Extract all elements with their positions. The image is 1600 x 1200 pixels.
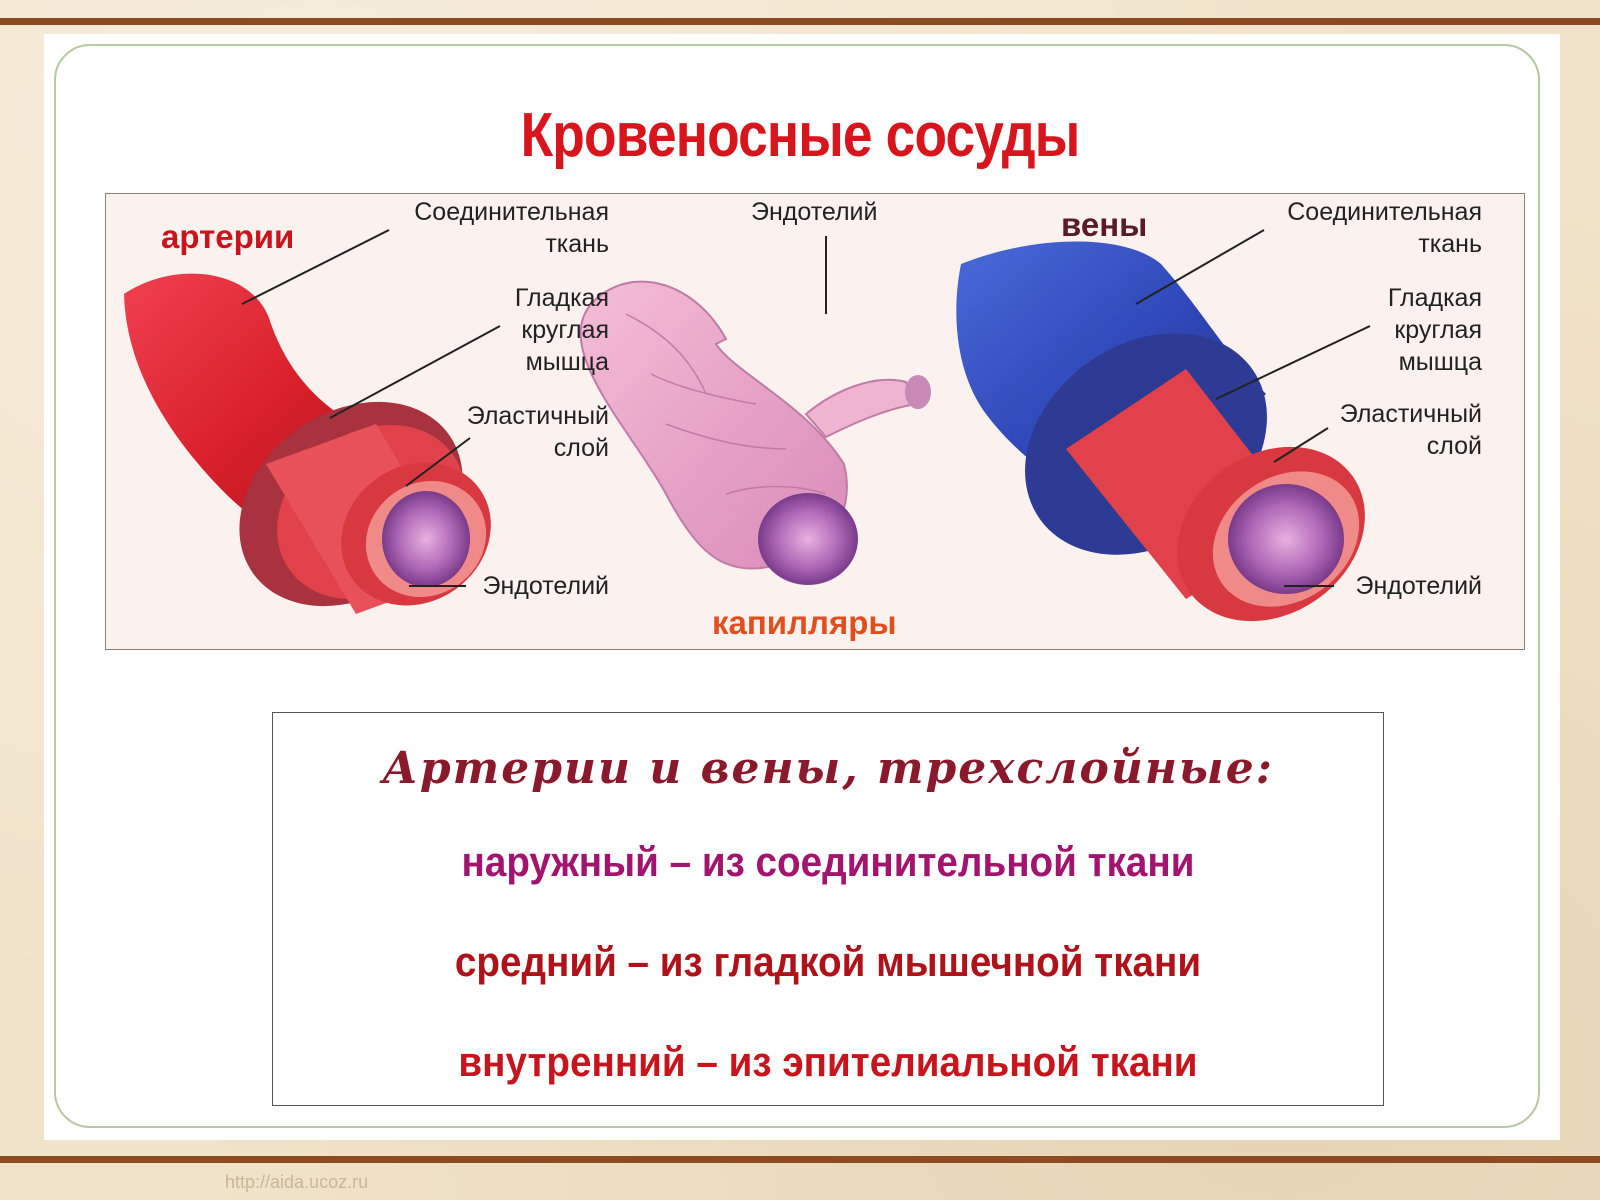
vein-elastic-label-line2: слой: [1426, 432, 1482, 460]
artery-lumen: [382, 491, 470, 587]
artery-connective-label-line1: Соединительная: [414, 198, 609, 226]
capillary-opening: [758, 493, 858, 585]
capillary-small-opening: [905, 375, 931, 409]
capillary-tube: [579, 280, 848, 570]
summary-line-inner: внутренний – из эпителиальной ткани: [458, 1038, 1198, 1085]
artery-muscle-label: Гладкая круглая мышца: [515, 282, 609, 378]
artery-title-label: артерии: [161, 218, 295, 255]
summary-heading: Артерии и вены, трехслойные:: [382, 743, 1274, 794]
capillary-cell-lines: [625, 313, 827, 495]
vein-muscle-label-line2: круглая: [1394, 316, 1482, 344]
artery-muscle-label-line3: мышца: [525, 348, 609, 376]
artery-elastic-label: Эластичный слой: [467, 400, 609, 464]
summary-line-outer: наружный – из соединительной ткани: [461, 838, 1195, 885]
vein-lumen: [1228, 484, 1344, 594]
vein-drawing: [956, 229, 1371, 622]
vein-title-label: вены: [1061, 206, 1148, 243]
vein-muscle-label: Гладкая круглая мышца: [1388, 282, 1482, 378]
vessels-figure: артерии Соединительная ткань Гладкая кру…: [105, 193, 1525, 650]
capillary-end: [804, 378, 918, 439]
vein-elastic-label-line1: Эластичный: [1339, 400, 1482, 428]
page-title: Кровеносные сосуды: [520, 101, 1081, 170]
vein-elastic-label: Эластичный слой: [1340, 398, 1482, 462]
artery-muscle-leader: [329, 325, 501, 419]
vein-connective-label-line1: Соединительная: [1287, 198, 1482, 226]
vein-connective-leader: [1135, 229, 1265, 305]
capillary-title-label: капилляры: [712, 604, 897, 641]
watermark-url: http://aida.ucoz.ru: [225, 1172, 369, 1192]
artery-muscle-label-line2: круглая: [521, 316, 609, 344]
capillary-endothelium-label: Эндотелий: [751, 198, 878, 226]
top-frame-line: [0, 18, 1600, 25]
vein-connective-label: Соединительная ткань: [1287, 196, 1482, 260]
vein-muscle-leader: [1215, 325, 1371, 400]
summary-textbox: Артерии и вены, трехслойные: наружный – …: [272, 712, 1384, 1106]
artery-muscle-label-line1: Гладкая: [514, 284, 609, 312]
vein-elastic-leader: [1273, 427, 1329, 463]
artery-elastic-label-line1: Эластичный: [466, 402, 609, 430]
artery-elastic-label-line2: слой: [553, 434, 609, 462]
artery-connective-label: Соединительная ткань: [414, 196, 609, 260]
summary-line-middle: средний – из гладкой мышечной ткани: [454, 938, 1202, 985]
vessels-illustration: [124, 229, 1371, 622]
bottom-frame-line: [0, 1156, 1600, 1163]
artery-endothelium-label: Эндотелий: [482, 572, 609, 600]
vein-endothelium-label: Эндотелий: [1355, 572, 1482, 600]
capillary-drawing: [579, 236, 931, 585]
artery-connective-label-line2: ткань: [545, 230, 609, 258]
vein-connective-label-line2: ткань: [1418, 230, 1482, 258]
artery-elastic-leader: [405, 437, 471, 487]
vein-muscle-label-line1: Гладкая: [1387, 284, 1482, 312]
artery-drawing: [124, 229, 501, 614]
slide-border: [54, 44, 1540, 1128]
vein-muscle-label-line3: мышца: [1398, 348, 1482, 376]
artery-connective-leader: [241, 229, 390, 305]
